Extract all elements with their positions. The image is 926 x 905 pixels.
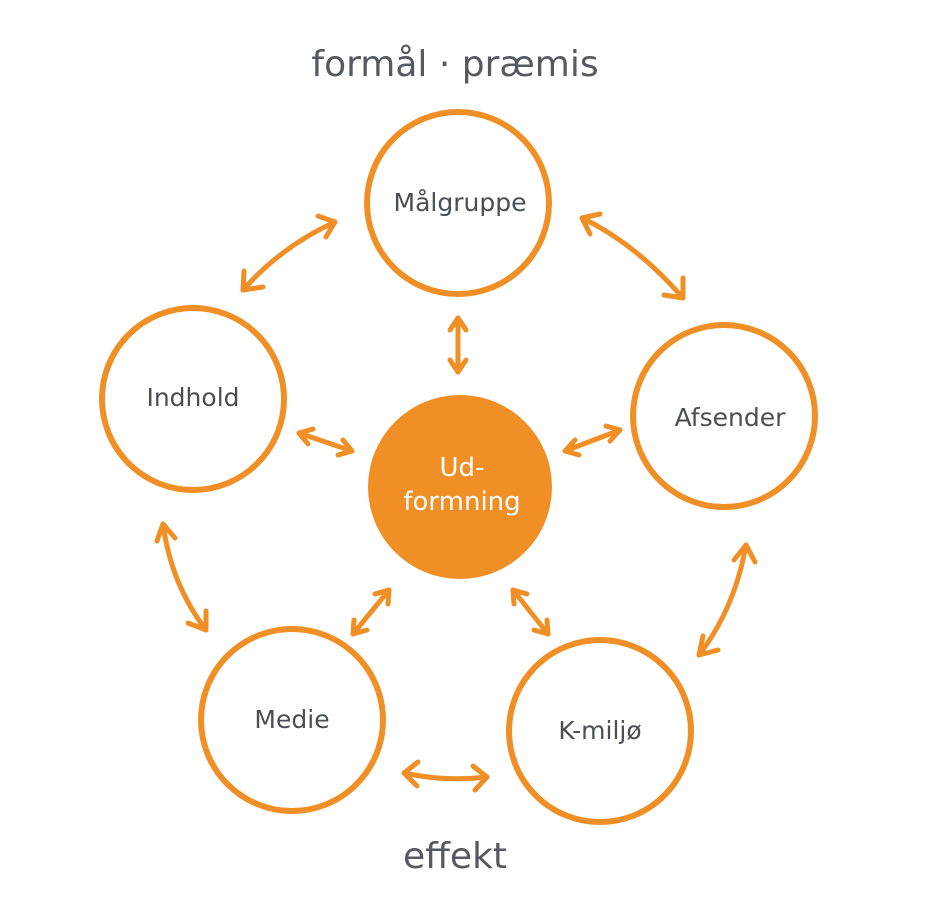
top-label: formål · præmis bbox=[311, 44, 598, 85]
center-label-line1: Ud- bbox=[440, 453, 485, 483]
arrow-center-k-miljo bbox=[510, 587, 551, 637]
arrow-indhold-malgruppe bbox=[240, 213, 338, 293]
node-afsender-label: Afsender bbox=[675, 403, 787, 432]
arrow-center-malgruppe bbox=[447, 315, 469, 375]
node-malgruppe: Målgruppe bbox=[364, 109, 552, 297]
arrow-indhold-medie bbox=[154, 521, 209, 633]
bottom-label: effekt bbox=[403, 836, 507, 877]
arrow-center-afsender bbox=[562, 423, 623, 458]
arrow-center-indhold bbox=[296, 426, 355, 458]
arrow-medie-k-miljo bbox=[401, 759, 490, 793]
node-medie-label: Medie bbox=[254, 705, 329, 734]
arrow-malgruppe-afsender bbox=[579, 211, 686, 301]
node-k-miljo-label: K-miljø bbox=[558, 716, 641, 745]
arrow-center-medie bbox=[350, 587, 392, 637]
center-label-line2: formning bbox=[403, 487, 520, 517]
node-indhold: Indhold bbox=[99, 305, 287, 493]
node-k-miljo: K-miljø bbox=[506, 637, 694, 825]
arrow-afsender-k-miljo bbox=[696, 542, 758, 658]
node-afsender: Afsender bbox=[630, 322, 818, 510]
node-indhold-label: Indhold bbox=[146, 383, 239, 412]
node-medie: Medie bbox=[198, 626, 386, 814]
node-malgruppe-label: Målgruppe bbox=[394, 188, 527, 217]
center-node-udformning: Ud- formning bbox=[368, 395, 552, 579]
